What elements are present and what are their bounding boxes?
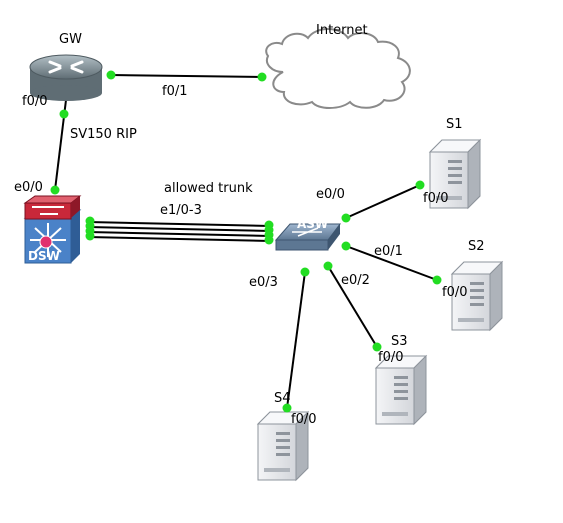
port-label-gw-f0-1: f0/1 (162, 84, 188, 99)
port-label-e1-0-3: e1/0-3 (160, 203, 202, 218)
server-s3-icon[interactable] (375, 355, 427, 425)
node-label-s2: S2 (468, 239, 485, 254)
node-label-dsw: DSW (28, 249, 60, 263)
link-label-sv150-rip: SV150 RIP (70, 127, 137, 142)
link-dsw-asw-trunk-3 (87, 231, 271, 237)
link-dsw-asw-trunk-4 (87, 236, 271, 242)
link-asw-s2 (345, 245, 438, 281)
port-dots (50, 70, 442, 413)
switch-icon[interactable] (274, 223, 341, 251)
port-label-s4-f0-0: f0/0 (291, 412, 317, 427)
link-gw-internet (110, 74, 263, 78)
node-label-s1: S1 (446, 117, 463, 132)
port-label-asw-e0-1: e0/1 (374, 244, 403, 259)
internet-cloud-icon[interactable] (265, 28, 411, 109)
node-label-internet: Internet (316, 23, 368, 38)
port-label-s1-f0-0: f0/0 (423, 191, 449, 206)
port-label-asw-e0-0: e0/0 (316, 187, 345, 202)
port-label-dsw-e0-0: e0/0 (14, 180, 43, 195)
port-label-asw-e0-3: e0/3 (249, 275, 278, 290)
link-dsw-asw-trunk-2 (87, 226, 271, 232)
links (54, 74, 438, 409)
port-label-asw-e0-2: e0/2 (341, 273, 370, 288)
link-asw-s4 (286, 271, 306, 409)
port-label-s3-f0-0: f0/0 (378, 350, 404, 365)
router-icon[interactable] (29, 54, 103, 101)
l3-switch-icon[interactable] (23, 195, 82, 264)
link-label-allowed-trunk: allowed trunk (164, 181, 253, 196)
link-asw-s1 (345, 184, 421, 219)
node-label-s3: S3 (391, 334, 408, 349)
link-asw-s3 (327, 265, 378, 348)
node-label-s4: S4 (274, 391, 291, 406)
node-label-gw: GW (59, 32, 82, 47)
port-label-gw-f0-0: f0/0 (22, 94, 48, 109)
port-label-s2-f0-0: f0/0 (442, 285, 468, 300)
node-label-asw: ASW (297, 217, 328, 231)
link-dsw-asw-trunk-1 (87, 221, 271, 227)
